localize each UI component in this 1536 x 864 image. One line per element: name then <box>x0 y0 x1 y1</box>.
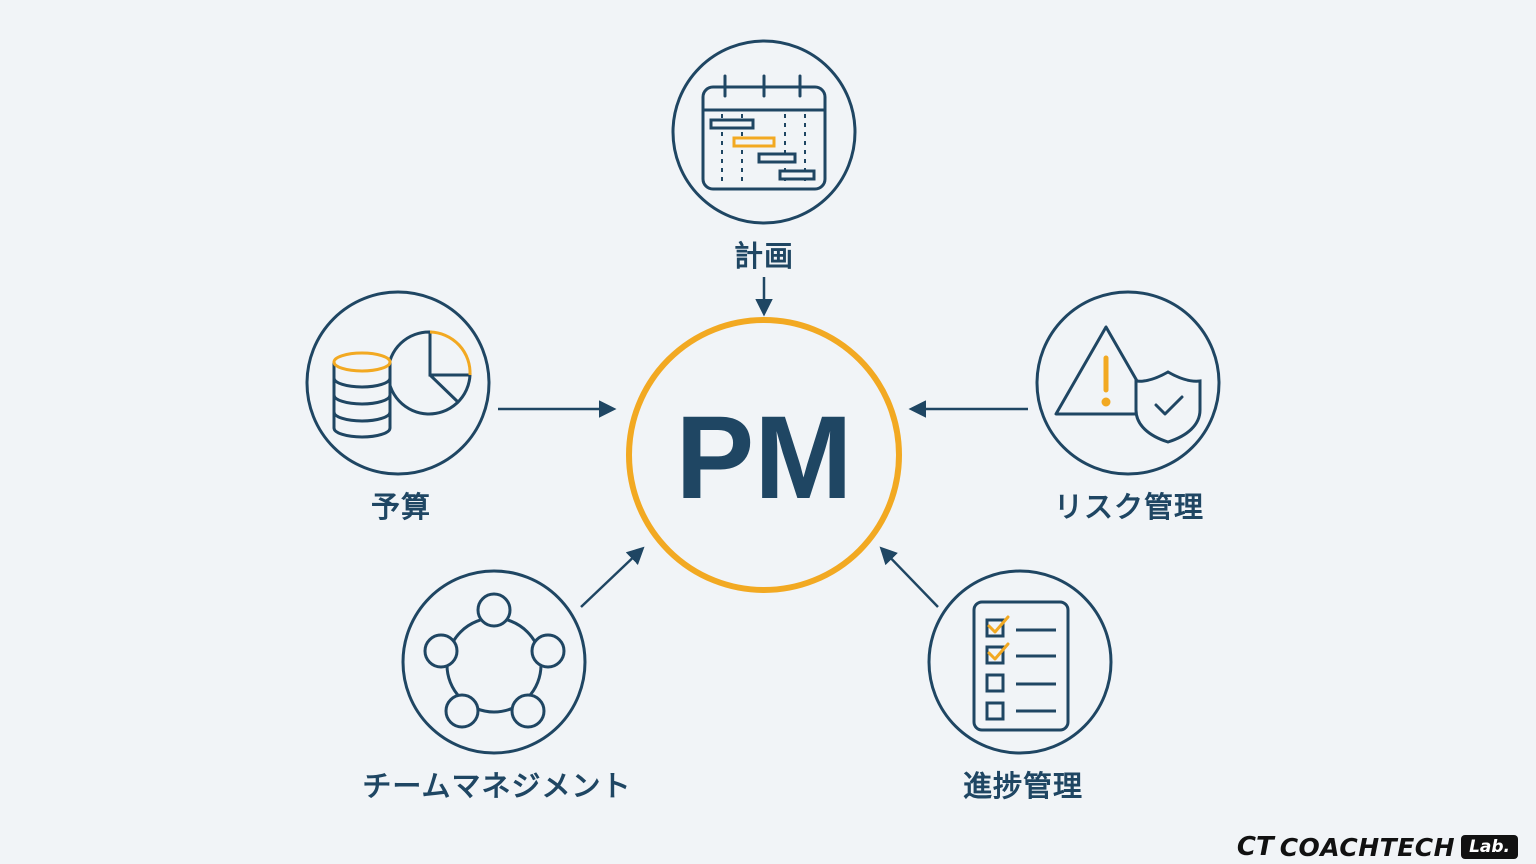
plan-node <box>671 39 857 225</box>
risk-label: リスク管理 <box>1053 490 1205 524</box>
team-node <box>401 569 587 755</box>
budget-node <box>305 290 491 476</box>
checklist-icon <box>972 600 1070 732</box>
team-label: チームマネジメント <box>362 769 632 803</box>
team-network-icon <box>423 592 566 729</box>
coins-pie-chart-icon <box>332 330 472 439</box>
risk-node <box>1035 290 1221 476</box>
plan-label: 計画 <box>733 239 795 273</box>
progress-node <box>927 569 1113 755</box>
logo-mark: CT <box>1236 832 1274 862</box>
budget-label: 予算 <box>370 490 432 524</box>
logo-brand: COACHTECH <box>1279 832 1456 862</box>
logo-lab-badge: Lab. <box>1461 835 1518 859</box>
arrow-progress-to-pm <box>879 546 939 608</box>
progress-label: 進捗管理 <box>962 769 1084 803</box>
arrow-team-to-pm <box>580 546 645 608</box>
pm-center-node: PM <box>626 317 902 593</box>
gantt-calendar-icon <box>701 74 827 191</box>
pm-center-text: PM <box>676 392 853 524</box>
coachtech-logo: CT COACHTECH Lab. <box>1237 832 1518 862</box>
warning-shield-icon <box>1054 325 1202 444</box>
